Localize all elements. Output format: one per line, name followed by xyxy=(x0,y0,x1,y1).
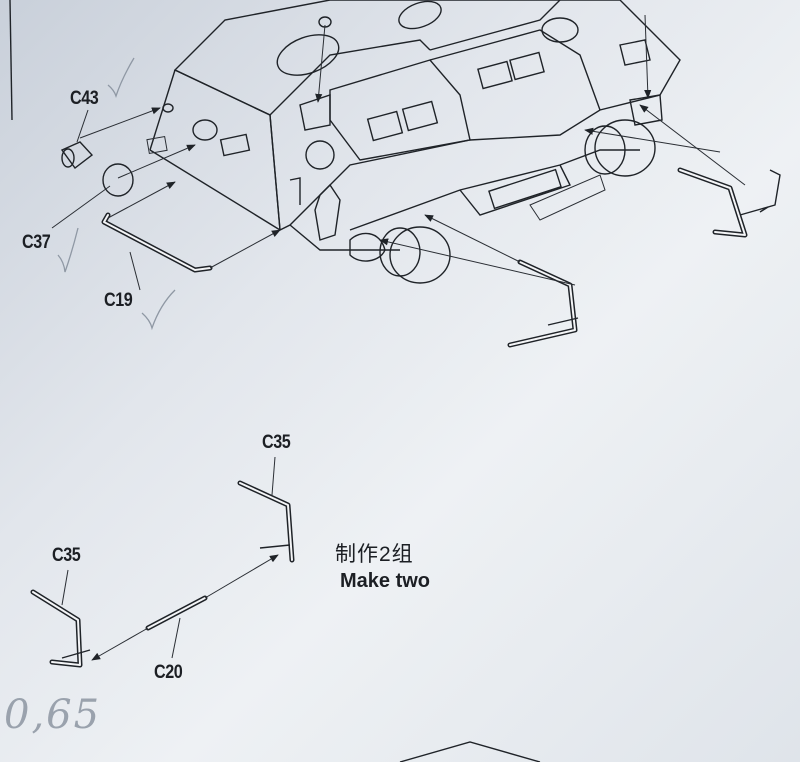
hull-handle-rear xyxy=(677,167,781,238)
leader-c37 xyxy=(51,185,111,229)
label-c35-top: C35 xyxy=(262,432,291,453)
leader-c35-left xyxy=(61,569,69,606)
leader-c43 xyxy=(76,109,89,143)
part-c43-drawing xyxy=(60,141,94,169)
hull-handle-front xyxy=(507,259,579,348)
label-c43: C43 xyxy=(70,88,99,109)
c20-rod-drawing xyxy=(91,554,279,661)
c35-left-drawing xyxy=(30,589,91,668)
part-c19-drawing xyxy=(101,212,213,273)
leader-c35-top xyxy=(271,456,276,496)
c35-right-drawing xyxy=(237,480,295,563)
label-c20: C20 xyxy=(154,662,183,683)
pencil-note-scale: 0,65 xyxy=(4,692,102,738)
margin-line xyxy=(9,0,13,121)
note-make-two-chinese: 制作2组 xyxy=(335,543,414,566)
label-c37: C37 xyxy=(22,232,51,253)
pencil-check-c37 xyxy=(57,227,79,273)
pencil-check-c43 xyxy=(107,57,135,99)
assembly-arrows xyxy=(79,14,746,286)
label-c19: C19 xyxy=(104,290,133,311)
hull-drawing xyxy=(146,0,681,284)
note-make-two-english: Make two xyxy=(340,570,431,592)
label-c35-left: C35 xyxy=(52,545,81,566)
leader-c20 xyxy=(171,617,181,659)
leader-c19 xyxy=(129,251,141,291)
next-figure-fragment xyxy=(399,741,541,762)
pencil-check-c19 xyxy=(141,289,176,331)
part-c37-drawing xyxy=(102,163,134,197)
